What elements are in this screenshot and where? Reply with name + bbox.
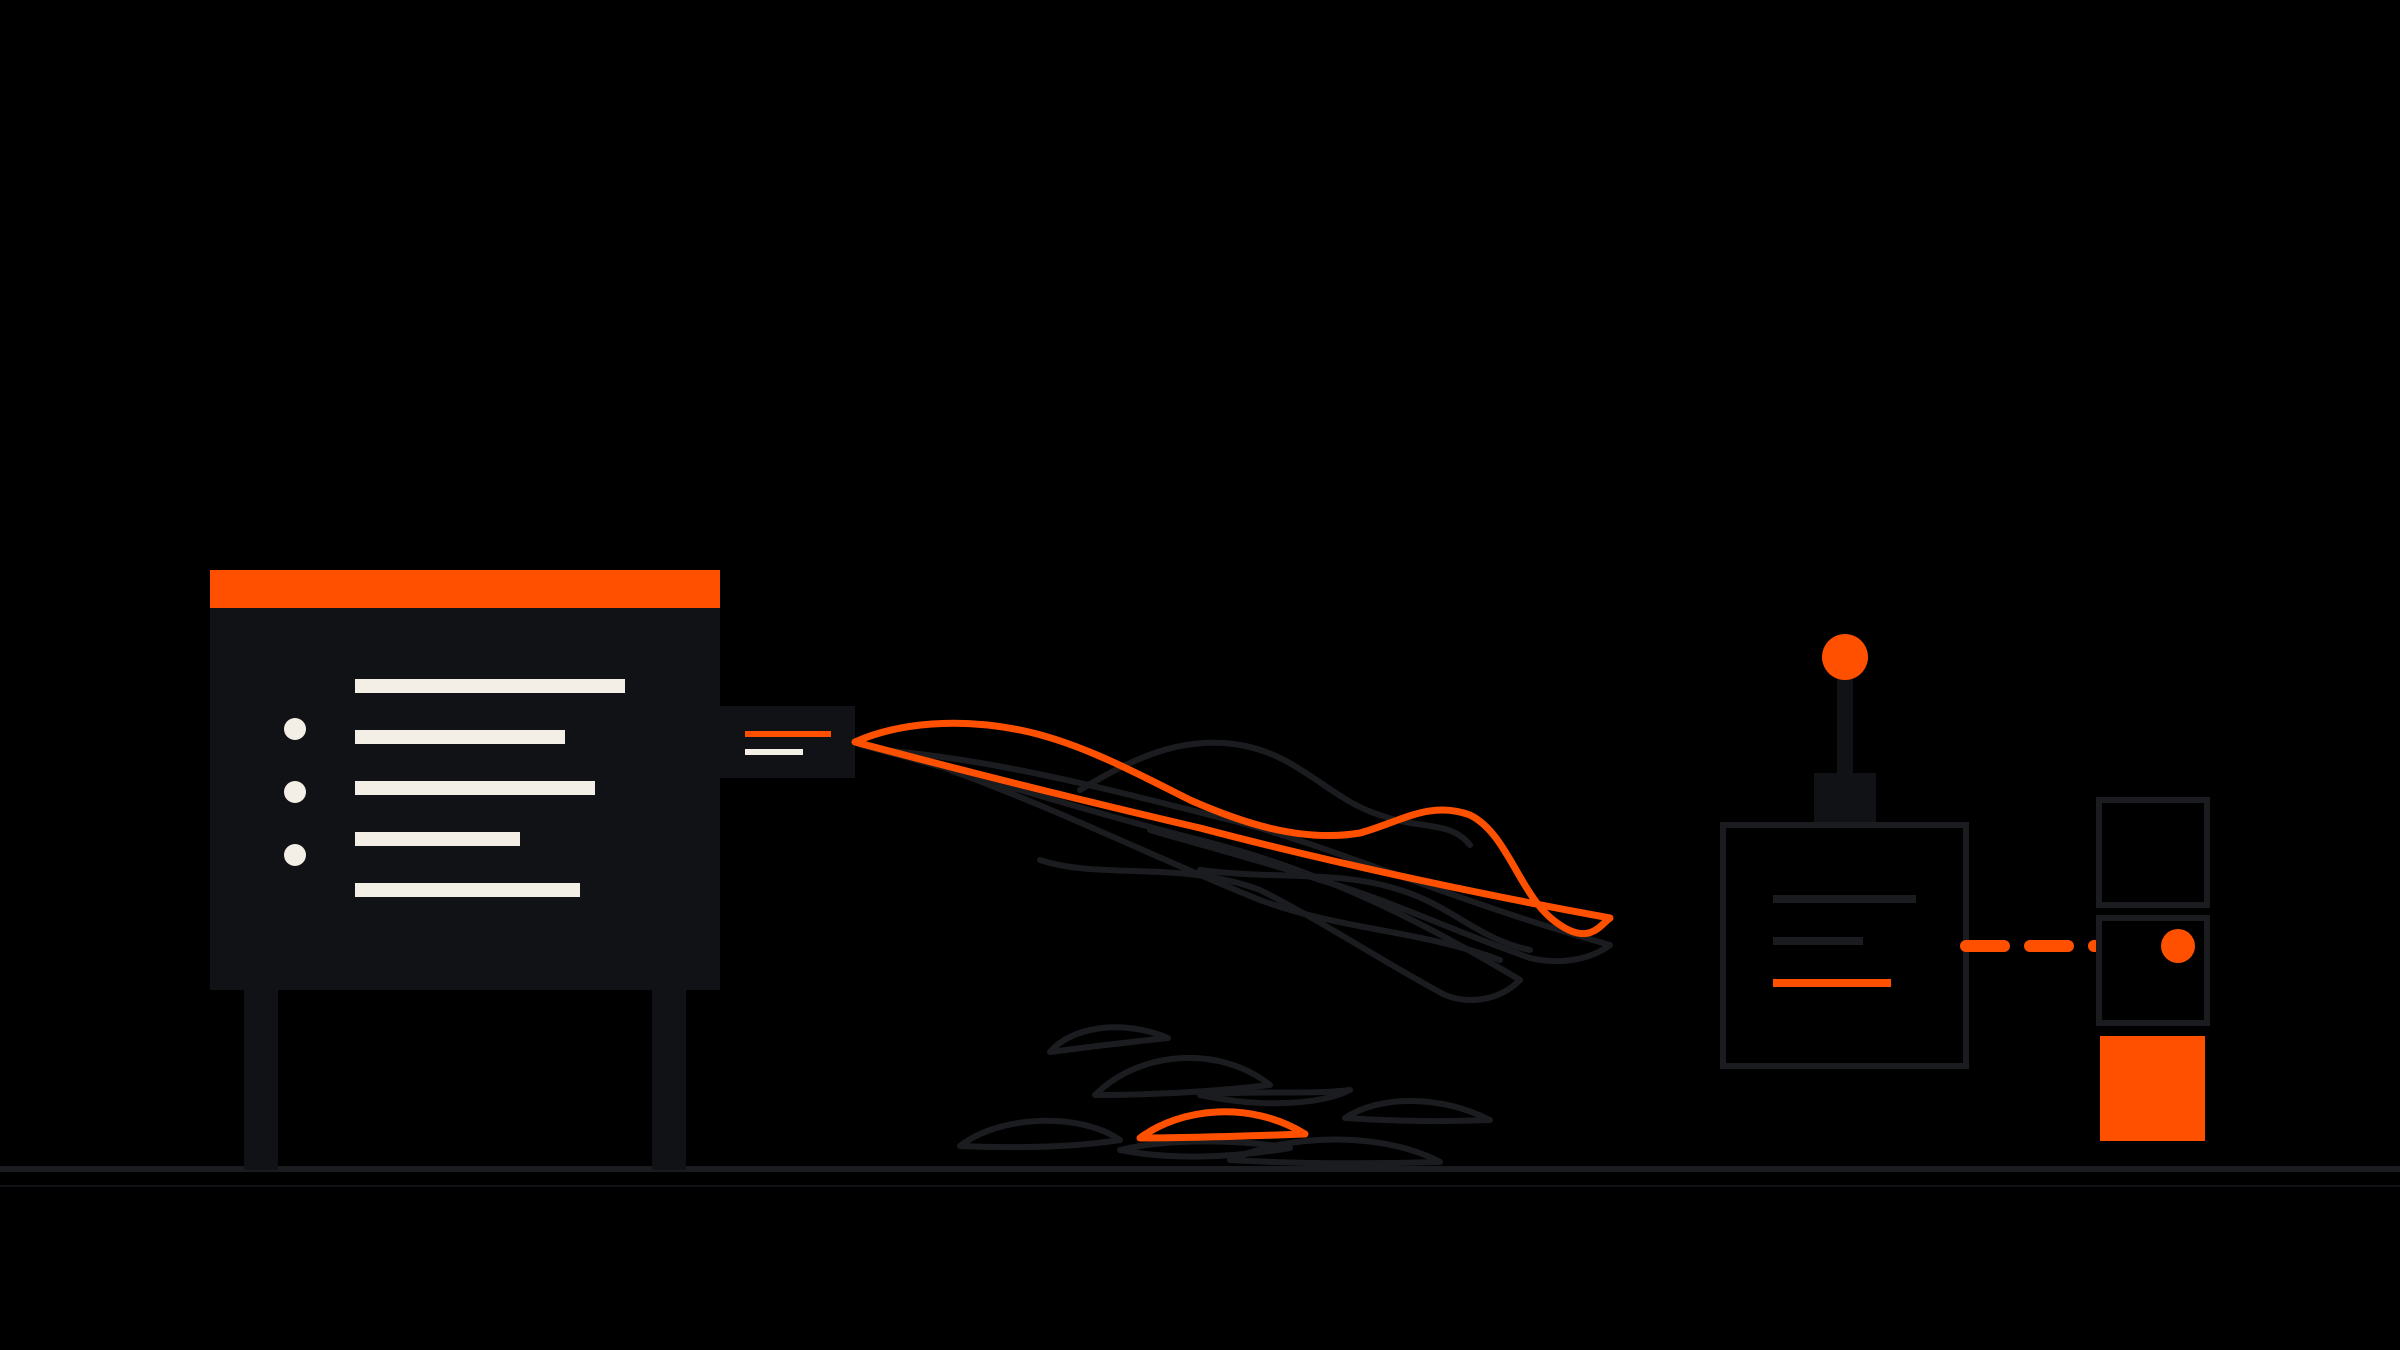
list-line	[355, 730, 565, 744]
tower-dot	[2161, 929, 2195, 963]
ribbon-dark	[1077, 739, 1473, 848]
pile-piece	[1047, 1024, 1171, 1055]
pile-piece-accent	[1136, 1108, 1309, 1142]
ground	[0, 1166, 2400, 1187]
pile-piece	[957, 1117, 1123, 1151]
ground-line-thin	[0, 1185, 2400, 1187]
device-body	[1720, 822, 1969, 1069]
list-line	[355, 679, 625, 693]
device-line	[1773, 895, 1916, 903]
pile-piece	[1227, 1136, 1443, 1167]
device-line-accent	[1773, 979, 1891, 987]
list-bullet	[284, 718, 306, 740]
tower-box-top	[2096, 797, 2210, 908]
slot-line-accent	[745, 731, 831, 737]
tower-box-accent	[2100, 1036, 2205, 1141]
pile-piece	[1342, 1098, 1493, 1125]
signboard-leg-left	[244, 990, 278, 1170]
flowing-ribbons-icon	[851, 719, 1614, 1003]
signboard-list	[284, 679, 625, 897]
tower-box-middle	[2096, 915, 2210, 1026]
signboard-icon	[210, 570, 855, 1170]
signboard-leg-right	[652, 990, 686, 1170]
ribbon-dark	[857, 742, 1523, 1003]
antenna-pole	[1837, 670, 1853, 785]
signboard-panel	[210, 570, 720, 990]
stacked-boxes-icon	[2096, 797, 2210, 1141]
ribbon-dark	[1197, 867, 1533, 953]
ribbon-accent	[851, 719, 1614, 938]
antenna-ball	[1822, 634, 1868, 680]
list-line	[355, 883, 580, 897]
list-line	[355, 781, 595, 795]
list-bullet	[284, 781, 306, 803]
pile-piece	[1117, 1138, 1293, 1160]
pile-piece	[1092, 1054, 1273, 1098]
receiver-device-icon	[1720, 634, 1969, 1069]
signboard-output-slot	[720, 706, 855, 778]
pile-piece	[1197, 1087, 1353, 1107]
signboard-header-bar	[210, 570, 720, 608]
list-line	[355, 832, 520, 846]
list-bullet	[284, 844, 306, 866]
ribbon-dark	[947, 767, 1503, 963]
device-line	[1773, 937, 1863, 945]
ribbon-pile-icon	[957, 1024, 1493, 1167]
ground-line	[0, 1166, 2400, 1172]
slot-line	[745, 749, 803, 755]
